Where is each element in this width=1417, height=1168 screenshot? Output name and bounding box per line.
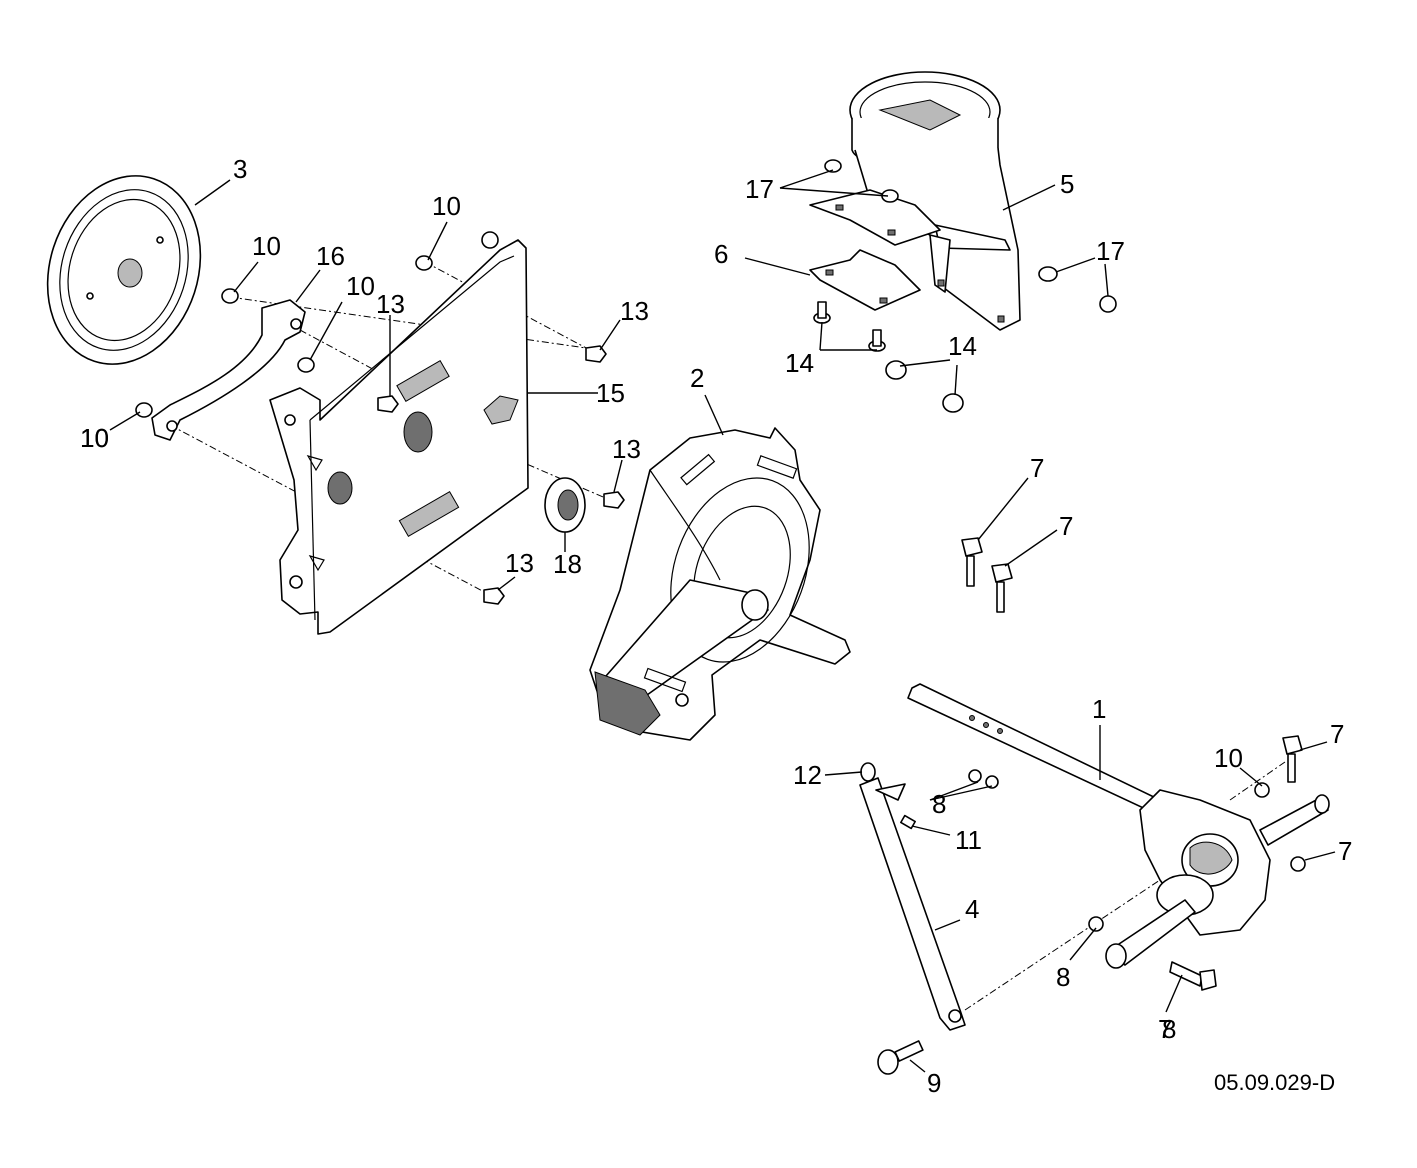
leader-lines bbox=[109, 169, 1336, 1073]
drive-shaft-gearbox bbox=[907, 683, 1330, 969]
callout-label: 11 bbox=[955, 825, 982, 855]
callout-label: 7 bbox=[1059, 511, 1073, 541]
callout-label: 15 bbox=[596, 378, 625, 408]
callout-label: 13 bbox=[612, 434, 641, 464]
impeller-housing bbox=[589, 427, 851, 741]
mounting-plate bbox=[269, 231, 529, 635]
callout-label: 10 bbox=[432, 191, 461, 221]
callout-label: 12 bbox=[793, 760, 822, 790]
carriage-bolts bbox=[813, 301, 964, 413]
callout-label: 10 bbox=[252, 231, 281, 261]
callout-label: 3 bbox=[233, 154, 247, 184]
callout-label: 7 bbox=[1030, 453, 1044, 483]
callout-label: 6 bbox=[714, 239, 728, 269]
callout-label: 16 bbox=[316, 241, 345, 271]
callout-label: 13 bbox=[620, 296, 649, 326]
small-hardware bbox=[860, 735, 1303, 1075]
callout-label: 17 bbox=[745, 174, 774, 204]
callout-label: 9 bbox=[927, 1068, 941, 1098]
callout-label: 1 bbox=[1092, 694, 1106, 724]
callout-label: 8 bbox=[1056, 962, 1070, 992]
callout-labels: 1 2 3 4 5 6 7 7 7 7 7 8 8 8 9 10 10 10 1… bbox=[80, 154, 1352, 1098]
callout-label: 13 bbox=[505, 548, 534, 578]
chute-nuts bbox=[824, 159, 1117, 313]
left-fasteners bbox=[135, 255, 625, 605]
callout-label: 8 bbox=[1162, 1014, 1176, 1044]
document-id: 05.09.029-D bbox=[1214, 1070, 1335, 1095]
callout-label: 10 bbox=[346, 271, 375, 301]
callout-label: 14 bbox=[785, 348, 814, 378]
callout-label: 14 bbox=[785, 348, 814, 378]
flange-bolts bbox=[961, 537, 1013, 613]
belt-guide-bracket bbox=[151, 299, 306, 441]
callout-label: 2 bbox=[690, 363, 704, 393]
callout-label: 7 bbox=[1330, 719, 1344, 749]
bearing bbox=[544, 477, 586, 533]
callout-label: 7 bbox=[1338, 836, 1352, 866]
pulley bbox=[46, 175, 202, 365]
callout-label: 5 bbox=[1060, 169, 1074, 199]
callout-label: 10 bbox=[80, 423, 109, 453]
chute-flange bbox=[809, 189, 941, 311]
callout-label: 10 bbox=[80, 423, 109, 453]
callout-label: 8 bbox=[932, 789, 946, 819]
callout-label: 14 bbox=[948, 331, 977, 361]
callout-label: 13 bbox=[376, 289, 405, 319]
callout-label: 7 bbox=[1158, 1014, 1172, 1044]
callout-label: 18 bbox=[553, 549, 582, 579]
callout-label: 4 bbox=[965, 894, 979, 924]
idler-arm bbox=[859, 777, 966, 1031]
callout-label: 10 bbox=[1214, 743, 1243, 773]
callout-label: 17 bbox=[1096, 236, 1125, 266]
